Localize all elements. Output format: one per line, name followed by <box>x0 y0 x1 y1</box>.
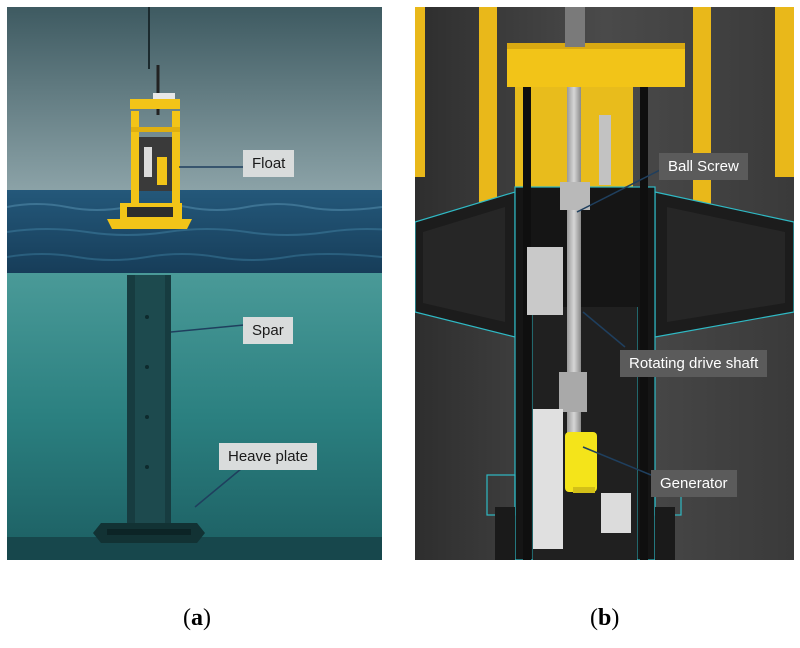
ball-screw-shaft <box>567 87 581 487</box>
junction-box <box>527 247 563 315</box>
ball-nut <box>560 182 590 210</box>
underwater <box>7 273 382 560</box>
ball-screw-leader-line <box>576 169 661 213</box>
spar-column <box>127 275 171 527</box>
panel-b-caption: (b) <box>590 605 620 631</box>
spar-leader-line <box>170 324 245 333</box>
heave-plate <box>93 523 205 543</box>
generator-leader-line <box>582 446 652 476</box>
float-buoy <box>107 65 192 229</box>
frame-leg-left <box>479 7 497 242</box>
rotating-drive-shaft-label: Rotating drive shaft <box>620 350 768 377</box>
electronics-cabinet <box>533 409 563 549</box>
panel-a-buoy-scene: Float Spar Heave plate <box>7 7 382 560</box>
generator-label: Generator <box>651 470 737 497</box>
panel-a-caption: (a) <box>183 605 211 631</box>
float-label: Float <box>243 150 295 177</box>
panel-b-pto-cutaway: Ball Screw Rotating drive shaft Generato… <box>415 7 794 560</box>
sky <box>7 7 382 192</box>
drive-shaft-leader-line <box>582 311 626 348</box>
heave-plate-label: Heave plate <box>219 443 318 470</box>
frame-leg-right <box>693 7 711 242</box>
pto-cutaway-illustration <box>415 7 794 560</box>
buoy-scene-illustration <box>7 7 382 560</box>
ball-screw-label: Ball Screw <box>659 153 748 180</box>
top-flange <box>507 47 685 87</box>
generator-body <box>565 432 597 492</box>
heave-plate-leader-line <box>194 463 248 508</box>
spar-label: Spar <box>243 317 293 344</box>
